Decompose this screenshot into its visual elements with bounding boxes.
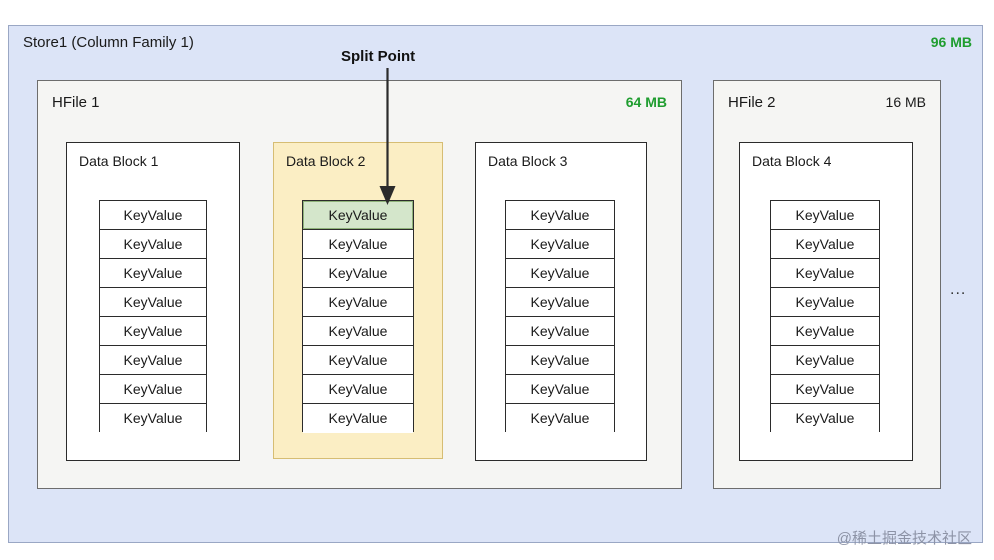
data-block-2-title: Data Block 2 — [286, 153, 366, 169]
keyvalue-row[interactable]: KeyValue — [303, 259, 413, 288]
keyvalue-row[interactable]: KeyValue — [771, 404, 879, 433]
keyvalue-row[interactable]: KeyValue — [771, 317, 879, 346]
keyvalue-row[interactable]: KeyValue — [303, 375, 413, 404]
keyvalue-row[interactable]: KeyValue — [771, 288, 879, 317]
keyvalue-row[interactable]: KeyValue — [100, 230, 206, 259]
keyvalue-row[interactable]: KeyValue — [100, 259, 206, 288]
keyvalue-row[interactable]: KeyValue — [100, 346, 206, 375]
data-block-3-title: Data Block 3 — [488, 153, 568, 169]
keyvalue-row[interactable]: KeyValue — [771, 201, 879, 230]
keyvalue-row[interactable]: KeyValue — [506, 317, 614, 346]
keyvalue-row[interactable]: KeyValue — [771, 230, 879, 259]
store-size-label: 96 MB — [930, 34, 972, 50]
keyvalue-row[interactable]: KeyValue — [771, 346, 879, 375]
keyvalue-row[interactable]: KeyValue — [506, 259, 614, 288]
keyvalue-row[interactable]: KeyValue — [506, 230, 614, 259]
store-title: Store1 (Column Family 1) — [23, 34, 194, 51]
hfile-1-title: HFile 1 — [52, 94, 100, 111]
keyvalue-row[interactable]: KeyValue — [100, 288, 206, 317]
keyvalue-row[interactable]: KeyValue — [303, 404, 413, 433]
store-more-ellipsis: ... — [950, 281, 967, 298]
keyvalue-row[interactable]: KeyValue — [100, 317, 206, 346]
keyvalue-row[interactable]: KeyValue — [100, 404, 206, 433]
keyvalue-row[interactable]: KeyValue — [303, 317, 413, 346]
keyvalue-row-selected[interactable]: KeyValue — [303, 201, 413, 230]
data-block-4-title: Data Block 4 — [752, 153, 832, 169]
keyvalue-row[interactable]: KeyValue — [506, 375, 614, 404]
split-point-label: Split Point — [341, 48, 416, 65]
data-block-1-title: Data Block 1 — [79, 153, 159, 169]
keyvalue-row[interactable]: KeyValue — [506, 404, 614, 433]
keyvalue-row[interactable]: KeyValue — [506, 346, 614, 375]
keyvalue-row[interactable]: KeyValue — [100, 375, 206, 404]
watermark: @稀土掘金技术社区 — [836, 530, 972, 547]
keyvalue-row[interactable]: KeyValue — [506, 201, 614, 230]
keyvalue-row[interactable]: KeyValue — [303, 288, 413, 317]
keyvalue-row[interactable]: KeyValue — [771, 259, 879, 288]
keyvalue-row[interactable]: KeyValue — [771, 375, 879, 404]
keyvalue-row[interactable]: KeyValue — [100, 201, 206, 230]
keyvalue-row[interactable]: KeyValue — [303, 346, 413, 375]
hfile-1-size-label: 64 MB — [625, 94, 667, 110]
hfile-2-size-label: 16 MB — [885, 94, 926, 110]
keyvalue-row[interactable]: KeyValue — [303, 230, 413, 259]
keyvalue-row[interactable]: KeyValue — [506, 288, 614, 317]
hfile-2-title: HFile 2 — [728, 94, 776, 111]
